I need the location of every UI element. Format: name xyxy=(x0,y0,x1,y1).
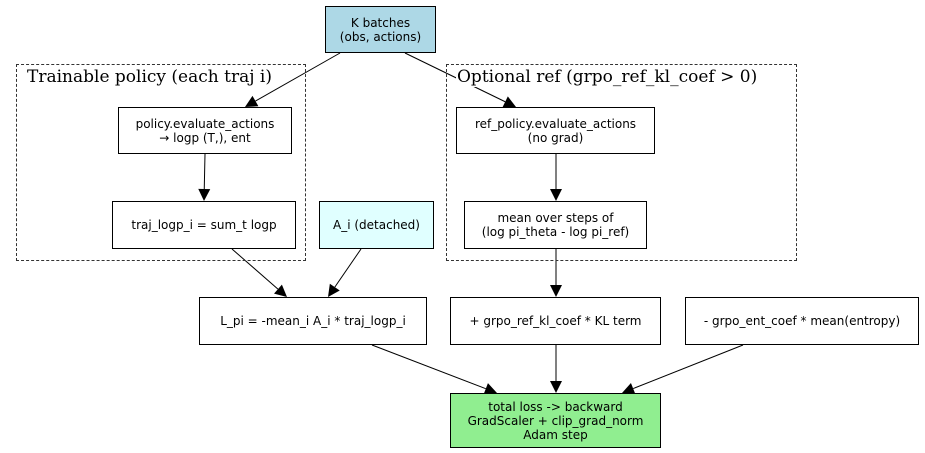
edge-kl-mean-to-kl-term xyxy=(550,249,562,297)
edge-kl-term-to-total-loss xyxy=(550,345,562,393)
node-total-loss: total loss -> backward GradScaler + clip… xyxy=(450,393,661,448)
edge-l-pi-to-total-loss xyxy=(371,344,497,395)
edge-line xyxy=(404,52,506,103)
cluster-trainable-policy xyxy=(16,64,306,261)
edge-policy-eval-to-traj-logp xyxy=(198,153,211,201)
node-k-batches: K batches (obs, actions) xyxy=(325,6,436,53)
node-entropy-term: - grpo_ent_coef * mean(entropy) xyxy=(685,297,919,345)
arrowhead-icon xyxy=(483,383,497,395)
edge-traj-logp-to-l-pi xyxy=(231,248,287,297)
arrowhead-icon xyxy=(328,283,340,297)
arrowhead-icon xyxy=(274,284,287,297)
node-traj-logp: traj_logp_i = sum_t logp xyxy=(112,201,296,249)
edge-line xyxy=(231,248,279,290)
node-advantage-detached: A_i (detached) xyxy=(319,201,434,249)
arrowhead-icon xyxy=(245,95,259,107)
edge-line xyxy=(632,344,744,390)
arrowhead-icon xyxy=(502,96,516,108)
cluster-trainable-policy-title: Trainable policy (each traj i) xyxy=(26,67,273,87)
edge-line xyxy=(371,344,486,390)
node-kl-term: + grpo_ref_kl_coef * KL term xyxy=(450,297,661,345)
node-kl-mean-over-steps: mean over steps of (log pi_theta - log p… xyxy=(464,201,647,249)
edge-advantage-to-l-pi xyxy=(328,248,362,297)
edge-line xyxy=(334,248,362,288)
node-ref-policy-evaluate-actions: ref_policy.evaluate_actions (no grad) xyxy=(456,107,655,154)
arrowhead-icon xyxy=(550,285,562,297)
edge-entropy-term-to-total-loss xyxy=(622,344,744,395)
edge-k-batches-to-ref-eval xyxy=(404,52,516,108)
edge-line xyxy=(255,52,341,102)
arrowhead-icon xyxy=(198,188,211,201)
arrowhead-icon xyxy=(550,189,562,201)
cluster-optional-ref-title: Optional ref (grpo_ref_kl_coef > 0) xyxy=(456,67,759,87)
node-l-pi: L_pi = -mean_i A_i * traj_logp_i xyxy=(199,297,427,345)
edge-ref-eval-to-kl-mean xyxy=(550,154,562,201)
node-policy-evaluate-actions: policy.evaluate_actions → logp (T,), ent xyxy=(118,107,292,154)
arrowhead-icon xyxy=(622,382,636,395)
cluster-optional-ref xyxy=(446,64,797,261)
edge-line xyxy=(203,153,206,190)
edge-k-batches-to-policy-eval xyxy=(245,52,341,107)
arrowhead-icon xyxy=(550,381,562,393)
